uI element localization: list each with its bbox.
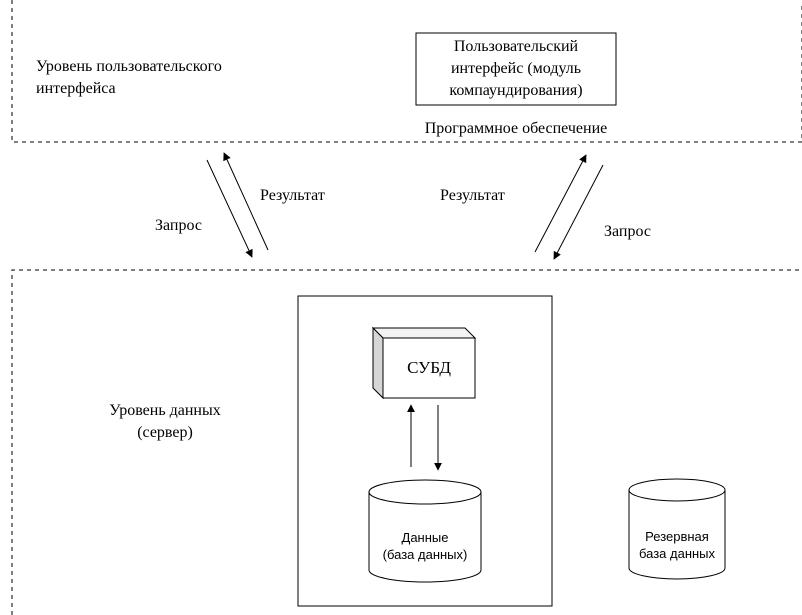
right-result-arrow bbox=[534, 154, 587, 253]
right-result-label: Результат bbox=[440, 187, 505, 204]
right-request-arrow bbox=[553, 164, 604, 260]
right-request-label: Запрос bbox=[604, 223, 651, 240]
backup-db-label: Резервная база данных bbox=[638, 529, 716, 561]
backup-db-cylinder bbox=[628, 478, 726, 580]
dbms-label: СУБД bbox=[407, 358, 451, 377]
data-db-cylinder bbox=[368, 479, 482, 583]
left-request-label: Запрос bbox=[155, 217, 202, 234]
ui-module-box bbox=[415, 32, 617, 106]
data-level-label: Уровень данных (сервер) bbox=[109, 402, 221, 441]
ui-module-label: Пользовательский интерфейс (модуль компа… bbox=[449, 38, 583, 99]
ui-level-label: Уровень пользовательского интерфейса bbox=[36, 58, 222, 97]
dbms-block bbox=[371, 326, 477, 400]
left-result-arrow bbox=[223, 152, 269, 251]
data-db-label: Данные (база данных) bbox=[382, 530, 468, 562]
left-request-arrow bbox=[206, 159, 253, 258]
software-label: Программное обеспечение bbox=[424, 120, 608, 137]
data-level-boundary bbox=[11, 269, 802, 615]
left-result-label: Результат bbox=[260, 187, 325, 204]
